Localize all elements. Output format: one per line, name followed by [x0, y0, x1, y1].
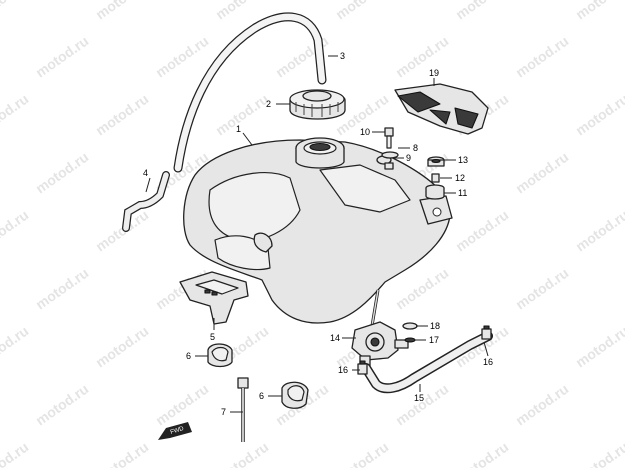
tank-bracket-part	[179, 271, 249, 325]
watermark-text: motod.ru	[33, 149, 92, 197]
watermark-text: motod.ru	[513, 33, 572, 81]
watermark-text: motod.ru	[453, 439, 512, 468]
hose-clip-part-b	[357, 360, 368, 375]
hose-clip-part-a	[481, 325, 492, 340]
bolt-part	[384, 127, 394, 149]
watermark-text: motod.ru	[333, 0, 392, 22]
clamp-part-b	[281, 381, 309, 409]
callout-label: 4	[143, 168, 148, 178]
watermark-text: motod.ru	[393, 33, 452, 81]
valve-washer-part	[402, 322, 418, 330]
watermark-text: motod.ru	[453, 207, 512, 255]
watermark-text: motod.ru	[0, 323, 31, 371]
callout-labels: 1 2 3 4 5 6 6 7 8 9 10 11 12 13 14 15 16…	[143, 51, 493, 417]
callout-label: 13	[458, 155, 468, 165]
fwd-arrow-icon: FWD	[158, 422, 192, 440]
callout-label: 11	[458, 188, 467, 198]
fuel-cap-part	[289, 89, 346, 120]
watermark-text: motod.ru	[333, 439, 392, 468]
callout-label: 14	[330, 333, 340, 343]
collar-part	[384, 162, 394, 170]
clamp-part-a	[207, 343, 233, 368]
watermark-text: motod.ru	[33, 265, 92, 313]
watermark-text: motod.ru	[513, 381, 572, 429]
watermark-text: motod.ru	[573, 323, 625, 371]
fuel-tank-part	[183, 137, 453, 324]
callout-label: 6	[259, 391, 264, 401]
cushion-part	[425, 184, 445, 200]
watermark-text: motod.ru	[213, 439, 272, 468]
damper-top-part	[427, 156, 445, 167]
watermark-text: motod.ru	[33, 33, 92, 81]
watermark-text: motod.ru	[0, 91, 31, 139]
watermark-text: motod.ru	[0, 207, 31, 255]
callout-label: 17	[429, 335, 439, 345]
leader-lines	[145, 55, 489, 413]
fuel-valve-part	[351, 289, 409, 367]
watermark-text: motod.ru	[0, 0, 31, 22]
fwd-label: FWD	[170, 426, 185, 436]
watermark-text: motod.ru	[153, 381, 212, 429]
washer-part	[381, 151, 399, 159]
callout-label: 15	[414, 393, 424, 403]
callout-label: 9	[406, 153, 411, 163]
callout-label: 6	[186, 351, 191, 361]
watermark-text: motod.ru	[453, 0, 512, 22]
callout-label: 8	[413, 143, 418, 153]
watermark-text: motod.ru	[93, 323, 152, 371]
callout-label: 1	[236, 124, 241, 134]
callout-label: 10	[360, 127, 370, 137]
callout-label: 16	[338, 365, 348, 375]
watermark-text: motod.ru	[93, 207, 152, 255]
watermark-text: motod.ru	[33, 381, 92, 429]
cable-tie-part	[237, 377, 249, 442]
watermark-text: motod.ru	[0, 439, 31, 468]
callout-label: 16	[483, 357, 493, 367]
watermark-text: motod.ru	[573, 0, 625, 22]
callout-label: 3	[340, 51, 345, 61]
watermark-text: motod.ru	[573, 207, 625, 255]
spacer-part	[431, 173, 440, 183]
callout-label: 2	[266, 99, 271, 109]
breather-hose-part	[173, 12, 327, 173]
callout-label: 18	[430, 321, 440, 331]
side-cover-part	[394, 83, 489, 135]
callout-label: 19	[429, 68, 439, 78]
watermark-text: motod.ru	[93, 91, 152, 139]
valve-oring-part	[404, 337, 416, 343]
watermark-text: motod.ru	[573, 439, 625, 468]
callout-label: 12	[455, 173, 465, 183]
watermark-text: motod.ru	[153, 33, 212, 81]
watermark-text: motod.ru	[93, 0, 152, 22]
callout-label: 5	[210, 332, 215, 342]
callout-label: 7	[221, 407, 226, 417]
watermark-text: motod.ru	[213, 91, 272, 139]
watermark-text: motod.ru	[513, 265, 572, 313]
fuel-hose-part	[361, 331, 493, 394]
watermark-text: motod.ru	[93, 439, 152, 468]
watermark-text: motod.ru	[573, 91, 625, 139]
watermark-text: motod.ru	[513, 149, 572, 197]
small-hose-part	[122, 171, 170, 232]
